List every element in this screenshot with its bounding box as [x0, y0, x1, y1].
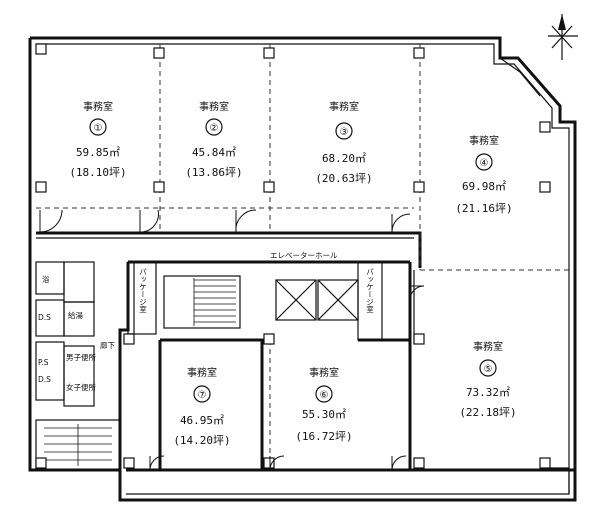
mens-toilet-label: 男子便所: [66, 352, 96, 362]
ps-label: P.S: [38, 358, 49, 367]
room-1-tsubo: (18.10坪): [69, 166, 126, 179]
room-3-area: 68.20㎡: [322, 152, 366, 165]
womens-toilet-label: 女子便所: [66, 382, 96, 392]
room-5-area: 73.32㎡: [466, 386, 510, 399]
room-5-label: 事務室 ⑤ 73.32㎡ (22.18坪): [459, 340, 516, 419]
doors: [39, 209, 425, 471]
room-5-number: ⑤: [484, 364, 493, 375]
north-arrow-icon: [548, 14, 578, 60]
room-6-name: 事務室: [309, 366, 339, 379]
room-3-label: 事務室 ③ 68.20㎡ (20.63坪): [315, 100, 372, 185]
corridor-label: 廊下: [100, 340, 115, 350]
room-3-tsubo: (20.63坪): [315, 172, 372, 185]
structural-columns: [35, 43, 551, 469]
hot-water-label: 給湯: [68, 310, 83, 320]
room-2-name: 事務室: [199, 100, 229, 113]
room-7-label: 事務室 ⑦ 46.95㎡ (14.20坪): [173, 366, 230, 447]
room-6-label: 事務室 ⑥ 55.30㎡ (16.72坪): [295, 366, 352, 443]
room-6-tsubo: (16.72坪): [295, 430, 352, 443]
room-7-number: ⑦: [198, 390, 207, 401]
package-room-left-label: パッケージ室: [138, 268, 147, 314]
room-3-number: ③: [340, 127, 349, 138]
room-4-name: 事務室: [469, 134, 499, 147]
room-7-name: 事務室: [187, 366, 217, 379]
room-2-number: ②: [210, 123, 219, 134]
room-6-area: 55.30㎡: [302, 408, 346, 421]
room-4-tsubo: (21.16坪): [455, 202, 512, 215]
room-4-area: 69.98㎡: [462, 180, 506, 193]
room-2-area: 45.84㎡: [192, 146, 236, 159]
central-core: [127, 261, 383, 341]
ds-1-label: D.S: [38, 313, 51, 322]
room-4-label: 事務室 ④ 69.98㎡ (21.16坪): [455, 134, 512, 215]
room-1-area: 59.85㎡: [76, 146, 120, 159]
elevator-hall-label: エレベーターホール: [270, 251, 338, 260]
package-room-right-label: パッケージ室: [365, 268, 374, 314]
room-1-label: 事務室 ① 59.85㎡ (18.10坪): [69, 100, 126, 179]
service-block: [35, 261, 121, 471]
room-3-name: 事務室: [329, 100, 359, 113]
room-1-number: ①: [94, 123, 103, 134]
room-6-number: ⑥: [320, 390, 329, 401]
room-5-name: 事務室: [473, 340, 503, 353]
service-labels: エレベーターホール パッケージ室 パッケージ室 浴 給湯 D.S P.S D.S…: [38, 251, 375, 392]
room-4-number: ④: [480, 158, 489, 169]
bath-label: 浴: [42, 274, 50, 284]
room-7-tsubo: (14.20坪): [173, 434, 230, 447]
partition-lines: [36, 44, 569, 470]
ds-2-label: D.S: [38, 375, 51, 384]
room-7-area: 46.95㎡: [180, 414, 224, 427]
room-1-name: 事務室: [83, 100, 113, 113]
room-2-label: 事務室 ② 45.84㎡ (13.86坪): [185, 100, 242, 179]
room-2-tsubo: (13.86坪): [185, 166, 242, 179]
room-5-tsubo: (22.18坪): [459, 406, 516, 419]
